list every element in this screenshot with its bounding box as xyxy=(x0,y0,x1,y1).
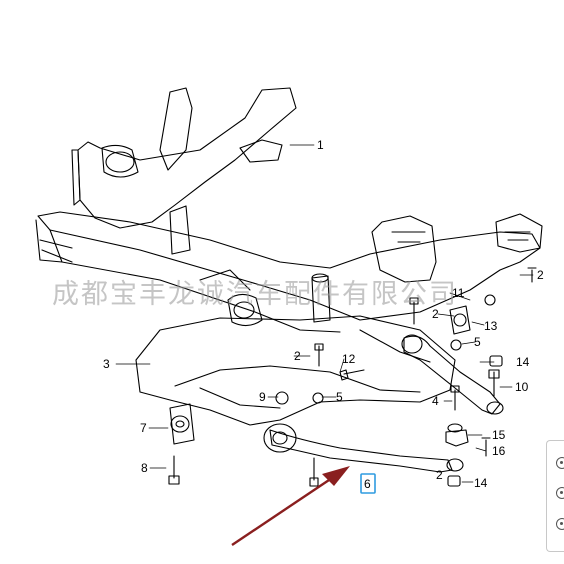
control-arm-part xyxy=(263,334,504,473)
callout-2: 2 xyxy=(294,349,301,363)
radio-option-icon[interactable] xyxy=(556,487,564,499)
callout-4: 4 xyxy=(432,394,439,408)
callout-13: 13 xyxy=(484,319,498,333)
subframe-part xyxy=(35,87,543,333)
bolts xyxy=(168,267,537,487)
callout-1: 1 xyxy=(317,138,324,152)
leader-lines xyxy=(115,144,534,483)
callout-9: 9 xyxy=(259,390,266,404)
callout-5: 5 xyxy=(474,335,481,349)
callout-14: 14 xyxy=(516,355,530,369)
callout-2: 2 xyxy=(432,307,439,321)
radio-option-icon[interactable] xyxy=(556,518,564,530)
callout-12: 12 xyxy=(342,352,356,366)
callout-7: 7 xyxy=(140,421,147,435)
callout-5: 5 xyxy=(336,390,343,404)
radio-option-icon[interactable] xyxy=(556,457,564,469)
callout-2: 2 xyxy=(436,468,443,482)
skid-plate-part xyxy=(135,315,456,426)
bushings xyxy=(169,294,503,487)
callout-3: 3 xyxy=(103,357,110,371)
callout-15: 15 xyxy=(492,428,506,442)
pointer-arrow xyxy=(231,466,350,546)
callout-8: 8 xyxy=(141,461,148,475)
callout-6-highlight[interactable] xyxy=(360,473,376,494)
callout-10: 10 xyxy=(515,380,529,394)
callout-16: 16 xyxy=(492,444,506,458)
callout-labels: 1 2 2 2 2 3 4 5 5 6 7 8 9 10 11 12 13 14… xyxy=(103,138,544,491)
callout-14: 14 xyxy=(474,476,488,490)
callout-11: 11 xyxy=(452,286,465,300)
side-toolbar xyxy=(546,440,564,552)
callout-6: 6 xyxy=(364,477,371,491)
callout-2: 2 xyxy=(537,268,544,282)
